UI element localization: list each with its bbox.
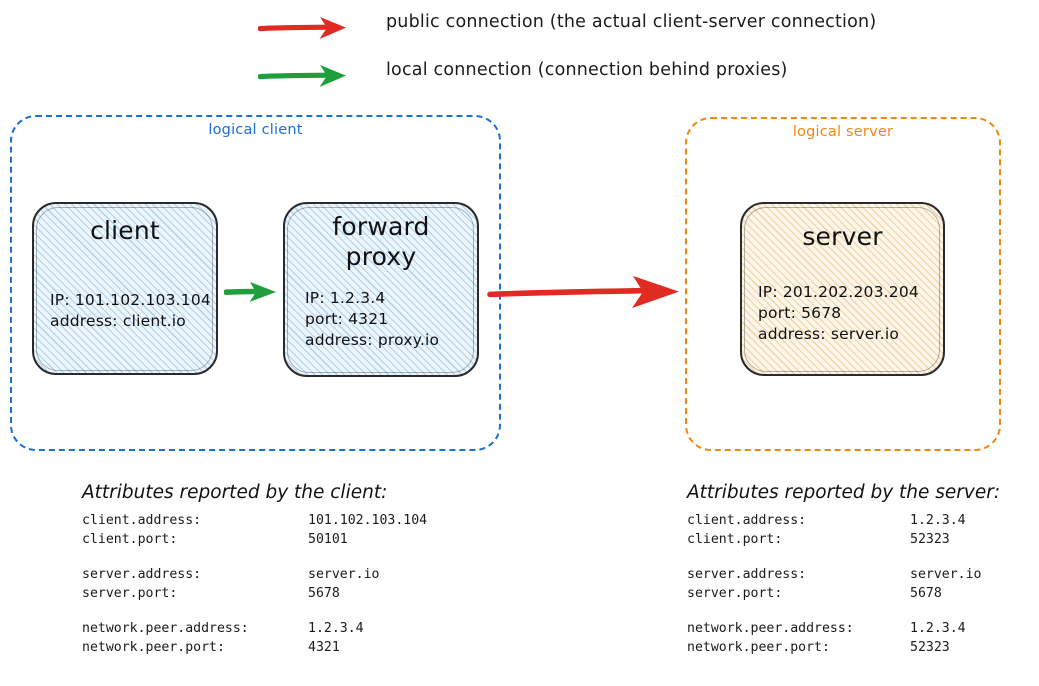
server-node[interactable]: server IP: 201.202.203.204 port: 5678 ad… bbox=[740, 202, 945, 376]
table-spacer bbox=[687, 603, 981, 620]
table-row: network.peer.address: 1.2.3.4 bbox=[82, 620, 427, 639]
legend-item-local: local connection (connection behind prox… bbox=[257, 56, 978, 104]
attr-key: network.peer.port: bbox=[82, 639, 225, 655]
red-arrow-icon bbox=[257, 14, 350, 46]
table-row: server.address: server.io bbox=[82, 566, 427, 585]
server-node-title: server bbox=[802, 222, 883, 251]
client-attributes-block: Attributes reported by the client: clien… bbox=[82, 480, 427, 657]
attr-key: client.port: bbox=[687, 531, 783, 547]
logical-client-group: logical client bbox=[10, 115, 501, 451]
attr-key: server.port: bbox=[82, 585, 178, 601]
attr-value: 52323 bbox=[910, 531, 950, 547]
forward-proxy-node-attributes: IP: 1.2.3.4 port: 4321 address: proxy.io bbox=[305, 289, 440, 349]
legend: public connection (the actual client-ser… bbox=[257, 8, 978, 104]
attr-key: server.address: bbox=[82, 567, 202, 582]
table-row: server.port: 5678 bbox=[82, 585, 427, 604]
server-attributes-heading: Attributes reported by the server: bbox=[687, 482, 1001, 503]
client-node-attributes: IP: 101.102.103.104 address: client.io bbox=[50, 291, 211, 330]
attr-value: server.io bbox=[308, 567, 380, 582]
table-row: client.port: 50101 bbox=[82, 531, 427, 550]
green-arrow-icon bbox=[223, 278, 280, 310]
logical-server-label: logical server bbox=[792, 124, 894, 140]
table-spacer bbox=[82, 603, 427, 620]
legend-label-local: local connection (connection behind prox… bbox=[386, 60, 788, 80]
attr-value: 5678 bbox=[910, 585, 942, 601]
client-attributes-table: client.address: 101.102.103.104 client.p… bbox=[82, 512, 427, 657]
logical-client-label: logical client bbox=[208, 122, 303, 138]
attr-key: client.address: bbox=[82, 513, 202, 528]
legend-item-public: public connection (the actual client-ser… bbox=[257, 8, 978, 56]
server-node-attributes: IP: 201.202.203.204 port: 5678 address: … bbox=[758, 283, 919, 343]
forward-proxy-node[interactable]: forward proxy IP: 1.2.3.4 port: 4321 add… bbox=[283, 202, 479, 377]
attr-value: 1.2.3.4 bbox=[910, 513, 966, 528]
attr-value: 101.102.103.104 bbox=[308, 513, 428, 528]
server-attributes-table: client.address: 1.2.3.4 client.port: 523… bbox=[687, 512, 981, 657]
attr-value: 52323 bbox=[910, 639, 950, 655]
table-spacer bbox=[687, 549, 981, 566]
client-node-title: client bbox=[90, 216, 160, 245]
table-spacer bbox=[82, 549, 427, 566]
attr-key: server.address: bbox=[687, 567, 807, 582]
legend-label-public: public connection (the actual client-ser… bbox=[386, 12, 877, 32]
green-arrow-icon bbox=[257, 62, 350, 94]
attr-key: client.address: bbox=[687, 513, 807, 528]
table-row: client.address: 1.2.3.4 bbox=[687, 512, 981, 531]
table-row: client.port: 52323 bbox=[687, 531, 981, 550]
attr-value: 4321 bbox=[308, 639, 340, 655]
table-row: network.peer.address: 1.2.3.4 bbox=[687, 620, 981, 639]
table-row: network.peer.port: 52323 bbox=[687, 639, 981, 658]
client-node[interactable]: client IP: 101.102.103.104 address: clie… bbox=[32, 202, 218, 375]
red-arrow-icon bbox=[487, 270, 683, 318]
attr-key: server.port: bbox=[687, 585, 783, 601]
logical-server-group: logical server bbox=[685, 117, 1001, 451]
client-attributes-heading: Attributes reported by the client: bbox=[82, 482, 388, 503]
attr-value: 1.2.3.4 bbox=[308, 621, 364, 636]
attr-value: 1.2.3.4 bbox=[910, 621, 966, 636]
attr-value: 50101 bbox=[308, 531, 348, 547]
table-row: server.port: 5678 bbox=[687, 585, 981, 604]
table-row: server.address: server.io bbox=[687, 566, 981, 585]
attr-key: client.port: bbox=[82, 531, 178, 547]
server-attributes-block: Attributes reported by the server: clien… bbox=[687, 480, 1000, 657]
attr-value: 5678 bbox=[308, 585, 340, 601]
attr-value: server.io bbox=[910, 567, 982, 582]
table-row: network.peer.port: 4321 bbox=[82, 639, 427, 658]
forward-proxy-node-title: forward proxy bbox=[332, 212, 430, 271]
table-row: client.address: 101.102.103.104 bbox=[82, 512, 427, 531]
attr-key: network.peer.address: bbox=[687, 621, 854, 636]
attr-key: network.peer.port: bbox=[687, 639, 830, 655]
attr-key: network.peer.address: bbox=[82, 621, 249, 636]
